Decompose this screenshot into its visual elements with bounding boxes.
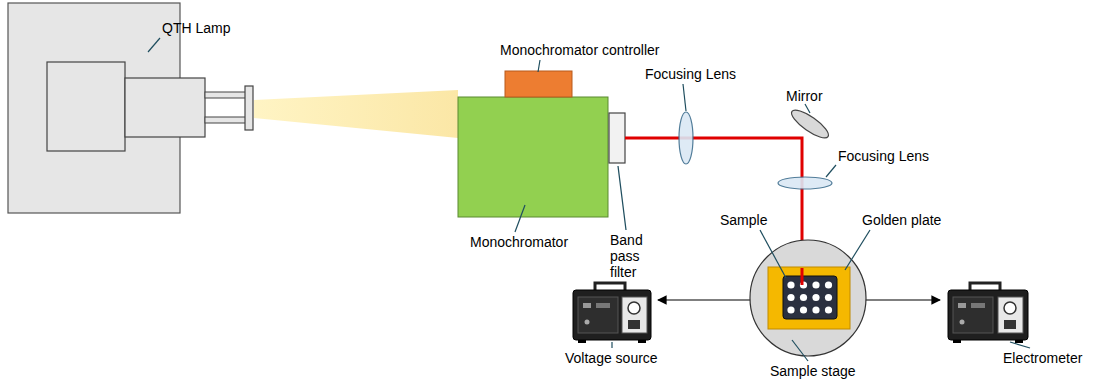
leader-lines: [148, 38, 1030, 361]
lamp-body: [47, 62, 125, 151]
filter-label: Band pass filter: [610, 232, 668, 280]
lamp-neck: [125, 78, 205, 137]
sample-stage: [750, 240, 866, 356]
light-beam: [254, 90, 458, 138]
mirror: [788, 106, 832, 143]
instrument-label: Electrometer: [1003, 350, 1082, 366]
electrometer-instrument: [948, 283, 1028, 343]
controller-label: Monochromator controller: [500, 42, 660, 58]
lens: [778, 177, 832, 189]
monochromator-label: Monochromator: [470, 234, 568, 250]
sample: [783, 276, 837, 319]
lamp-window: [245, 86, 253, 130]
mirror-label: Mirror: [786, 88, 823, 104]
lamp-rod: [205, 92, 247, 98]
red-beam: [801, 268, 804, 285]
monochromator-box: [458, 97, 608, 217]
lens: [679, 112, 693, 164]
instrument-label: Voltage source: [565, 350, 658, 366]
filter-plate: [609, 113, 625, 163]
stage-label: Sample stage: [770, 363, 856, 379]
lamp-rod: [205, 117, 247, 123]
golden-plate-label: Golden plate: [862, 212, 941, 228]
lens-label: Focusing Lens: [645, 66, 736, 82]
controller-box: [505, 71, 572, 97]
lamp-label: QTH Lamp: [162, 20, 230, 36]
golden-plate: [768, 267, 850, 329]
sample-dots: [787, 281, 832, 313]
voltage-source-instrument: [573, 283, 651, 343]
lens-label: Focusing Lens: [838, 148, 929, 164]
sample-label: Sample: [720, 212, 767, 228]
